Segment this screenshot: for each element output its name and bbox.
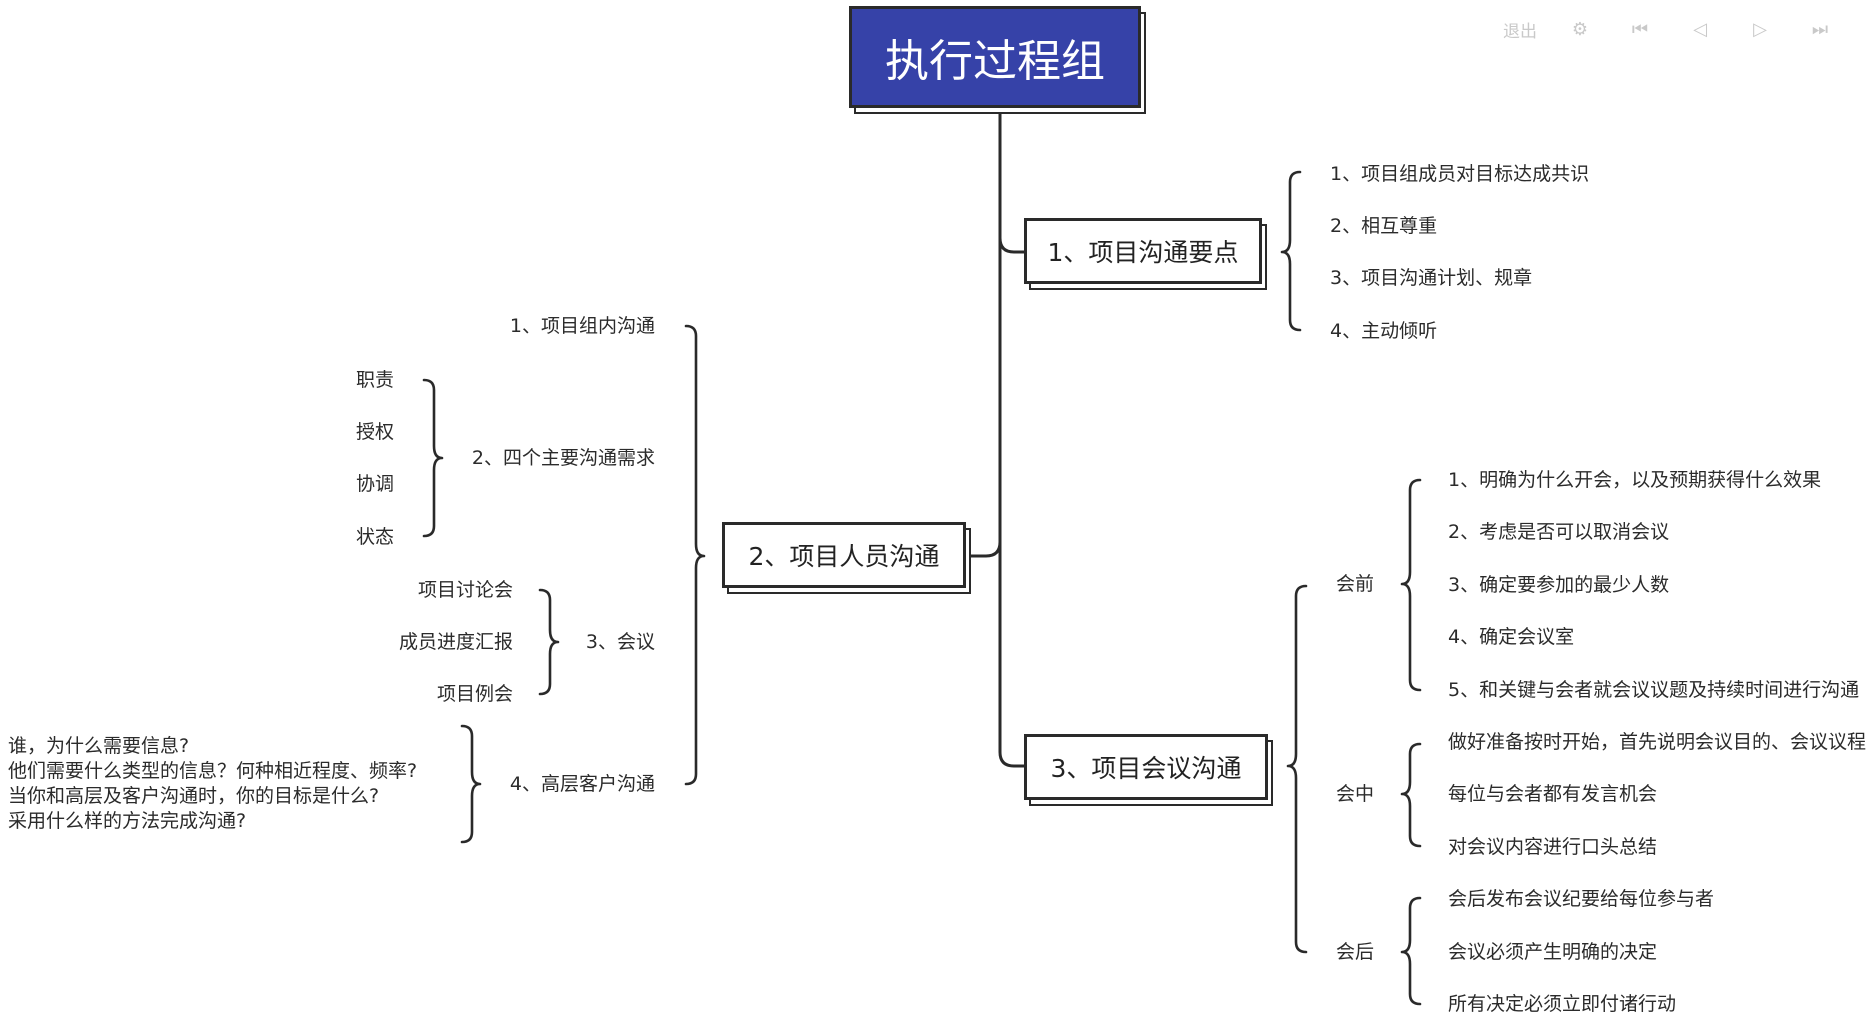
sub2-item: 协调 [356, 473, 395, 495]
branch2-sub2-label: 2、四个主要沟通需求 [471, 447, 655, 469]
branch3-before-label: 会前 [1336, 573, 1375, 595]
sub3-item: 项目讨论会 [417, 579, 513, 601]
gear-icon: ⚙ [1571, 18, 1589, 40]
before-item: 3、确定要参加的最少人数 [1448, 574, 1670, 596]
next-button[interactable]: ▷ [1730, 12, 1790, 46]
settings-button[interactable]: ⚙ [1550, 12, 1610, 46]
sub4-line: 谁，为什么需要信息? [8, 735, 190, 757]
branch1-item: 1、项目组成员对目标达成共识 [1330, 163, 1590, 185]
sub4-line: 当你和高层及客户沟通时，你的目标是什么? [8, 785, 380, 807]
sub3-item: 成员进度汇报 [398, 631, 513, 653]
branch2-sub1: 1、项目组内沟通 [509, 315, 655, 337]
branch2-sub4-label: 4、高层客户沟通 [509, 773, 655, 795]
skip-forward-icon: ⏭ [1811, 18, 1829, 40]
branch3-during-label: 会中 [1336, 783, 1375, 805]
branch2-node[interactable]: 2、项目人员沟通 [722, 522, 966, 588]
prev-button[interactable]: ◁ [1670, 12, 1730, 46]
after-item: 所有决定必须立即付诸行动 [1448, 993, 1677, 1015]
sub2-item: 状态 [356, 526, 395, 548]
during-item: 每位与会者都有发言机会 [1448, 783, 1658, 805]
before-item: 5、和关键与会者就会议议题及持续时间进行沟通 [1448, 679, 1860, 701]
branch1-node[interactable]: 1、项目沟通要点 [1024, 218, 1262, 284]
sub3-item: 项目例会 [436, 683, 513, 705]
during-item: 对会议内容进行口头总结 [1448, 836, 1658, 858]
before-item: 1、明确为什么开会，以及预期获得什么效果 [1448, 469, 1822, 491]
exit-button[interactable]: 退出 [1490, 12, 1550, 46]
branch1-item: 3、项目沟通计划、规章 [1330, 267, 1533, 289]
skip-back-icon: ⏮ [1631, 18, 1649, 40]
branch3-after-label: 会后 [1336, 941, 1375, 963]
first-slide-button[interactable]: ⏮ [1610, 12, 1670, 46]
triangle-right-icon: ▷ [1753, 18, 1767, 40]
branch1-item: 4、主动倾听 [1330, 320, 1438, 342]
after-item: 会后发布会议纪要给每位参与者 [1448, 888, 1715, 910]
triangle-left-icon: ◁ [1693, 18, 1707, 40]
sub2-item: 职责 [356, 369, 395, 391]
sub4-line: 采用什么样的方法完成沟通? [8, 810, 247, 832]
before-item: 2、考虑是否可以取消会议 [1448, 521, 1670, 543]
after-item: 会议必须产生明确的决定 [1448, 941, 1658, 963]
branch2-sub3-label: 3、会议 [585, 631, 655, 653]
branch1-item: 2、相互尊重 [1330, 215, 1438, 237]
before-item: 4、确定会议室 [1448, 626, 1575, 648]
exit-label: 退出 [1503, 21, 1537, 42]
last-slide-button[interactable]: ⏭ [1790, 12, 1850, 46]
sub4-line: 他们需要什么类型的信息？何种相近程度、频率? [8, 760, 418, 782]
branch3-node[interactable]: 3、项目会议沟通 [1024, 734, 1268, 800]
root-node[interactable]: 执行过程组 [849, 6, 1141, 108]
presentation-toolbar: 退出 ⚙ ⏮ ◁ ▷ ⏭ [1490, 12, 1850, 46]
during-item: 做好准备按时开始，首先说明会议目的、会议议程 [1448, 731, 1867, 753]
sub2-item: 授权 [356, 421, 395, 443]
